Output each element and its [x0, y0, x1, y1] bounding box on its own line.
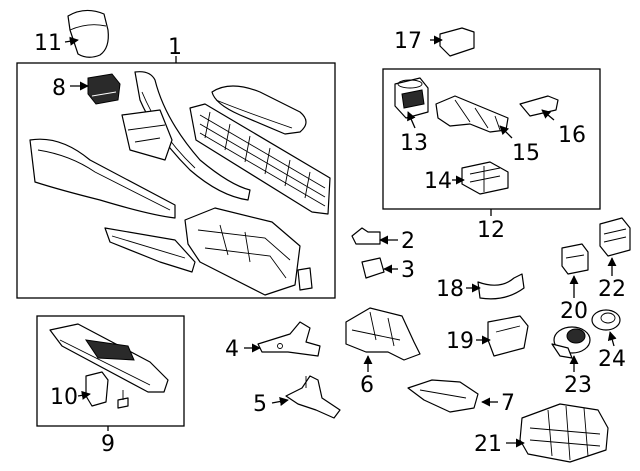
callout-24: 24 [598, 347, 626, 372]
callout-16: 16 [558, 123, 586, 148]
callout-23: 23 [564, 373, 592, 398]
callout-1: 1 [168, 35, 182, 60]
part-22-connector [599, 217, 631, 257]
callout-5: 5 [253, 392, 267, 417]
part-20-sensor [561, 243, 589, 275]
part-13-cup-holder [394, 77, 429, 119]
part-10-clip [85, 371, 129, 409]
part-14-switch-block [461, 161, 509, 195]
callout-19: 19 [446, 329, 474, 354]
part-19-cover [487, 315, 529, 357]
callout-2: 2 [401, 229, 415, 254]
callout-13: 13 [400, 131, 428, 156]
callout-11: 11 [34, 31, 62, 56]
part-4-bracket [257, 321, 321, 357]
part-1-console-assembly [29, 71, 331, 296]
callout-15: 15 [512, 141, 540, 166]
part-21-module [519, 403, 609, 463]
callout-6: 6 [360, 373, 374, 398]
callout-22: 22 [598, 277, 626, 302]
callout-21: 21 [474, 432, 502, 457]
part-11-shift-knob [67, 9, 109, 58]
part-16-clip [519, 95, 559, 117]
callout-7: 7 [501, 391, 515, 416]
callout-18: 18 [436, 277, 464, 302]
callout-8: 8 [52, 76, 66, 101]
part-2-bracket [351, 227, 381, 245]
callout-12: 12 [477, 218, 505, 243]
part-8-switch [87, 73, 121, 105]
part-15-bracket [435, 95, 509, 133]
part-18-trim [477, 273, 525, 300]
part-24-button [591, 309, 621, 331]
part-7-bracket [407, 379, 479, 413]
callout-17: 17 [394, 29, 422, 54]
part-23-push-switch [551, 326, 591, 359]
callout-3: 3 [401, 258, 415, 283]
callout-4: 4 [225, 337, 239, 362]
callout-9: 9 [101, 432, 115, 457]
callout-20: 20 [560, 299, 588, 324]
group-frame-9 [36, 315, 185, 427]
part-17-cap [439, 27, 475, 57]
part-9-switch-panel [49, 323, 169, 393]
callout-14: 14 [424, 169, 452, 194]
leader-lines [64, 35, 617, 448]
part-6-bracket [345, 307, 421, 361]
callout-10: 10 [50, 385, 78, 410]
part-3-plate [361, 257, 385, 279]
part-5-bracket [285, 375, 341, 419]
